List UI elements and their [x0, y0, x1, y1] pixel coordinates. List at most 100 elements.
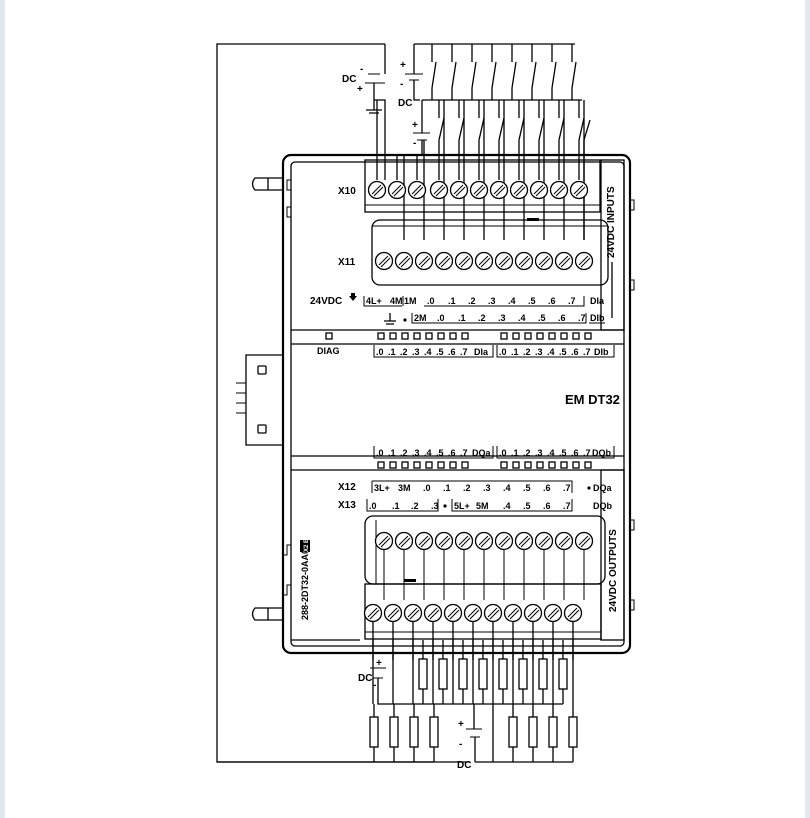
ground-symbol-icon: [384, 313, 396, 325]
input-a-label-2: 1M: [404, 296, 417, 306]
input-switch-icon: [531, 44, 537, 89]
output-a-label-6: .4: [503, 483, 511, 493]
terminal-screw: [549, 180, 569, 200]
terminal-screw: [569, 180, 589, 200]
led-in-b-label-5: .5: [559, 347, 567, 357]
terminal-screw: [423, 603, 443, 623]
input-switch-icon: [478, 100, 485, 180]
input-switch-icon: [451, 44, 457, 89]
input-switch-icon: [551, 44, 557, 89]
terminal-screw: [534, 531, 554, 551]
status-led: [500, 461, 508, 469]
status-led: [425, 461, 433, 469]
output-b-label-6: .4: [503, 501, 511, 511]
diag-label: DIAG: [317, 346, 340, 356]
output-loads: [217, 550, 585, 763]
status-led: [437, 461, 445, 469]
status-led: [500, 332, 508, 340]
input-a-label-0: 4L+: [366, 296, 382, 306]
page-frame-left: [0, 0, 5, 818]
terminal-screw: [449, 180, 469, 200]
output-b-label-8: .6: [543, 501, 551, 511]
output-a-label-3: .1: [443, 483, 451, 493]
input-dc2-minus: -: [413, 138, 416, 149]
status-led: [548, 461, 556, 469]
top-dc-plus: +: [357, 84, 363, 95]
status-led: [461, 461, 469, 469]
out-dc-mid-label: DC: [457, 760, 471, 771]
output-b-label-3: .3: [431, 501, 439, 511]
led-in-a-label-6: .6: [448, 347, 456, 357]
terminal-screw: [514, 251, 534, 271]
led-out-a-label-1: .1: [388, 448, 396, 458]
output-b-label-0: .0: [369, 501, 377, 511]
load-resistor-icon: [548, 716, 558, 748]
load-resistor-icon: [478, 658, 488, 690]
terminal-screw: [563, 603, 583, 623]
input-a-label-6: .3: [488, 296, 496, 306]
output-a-bracket: [371, 480, 573, 493]
terminal-screw: [523, 603, 543, 623]
led-in-a-label-5: .5: [436, 347, 444, 357]
led-in-bracket: [373, 345, 615, 358]
led-out-a-label-8: DQa: [472, 448, 492, 458]
terminal-screw: [503, 603, 523, 623]
terminal-screw: [454, 531, 474, 551]
x10-label: X10: [338, 186, 356, 197]
terminal-screw: [383, 603, 403, 623]
input-b-label-0: 2M: [414, 313, 427, 323]
input-dc-supply: + - DC + -: [398, 43, 575, 155]
module-body: [236, 153, 635, 655]
led-in-b-label-3: .3: [535, 347, 543, 357]
terminal-screw: [574, 251, 594, 271]
terminal-screw: [454, 251, 474, 271]
led-in-b-label-7: .7: [583, 347, 591, 357]
terminal-screw: [489, 180, 509, 200]
status-led: [536, 461, 544, 469]
status-led: [572, 332, 580, 340]
status-led: [524, 461, 532, 469]
terminal-screw: [374, 251, 394, 271]
led-out-a-label-7: .7: [460, 448, 468, 458]
input-b-label-1: .0: [437, 313, 445, 323]
output-b-label-4: 5L+: [454, 501, 470, 511]
input-a-label-7: .4: [508, 296, 516, 306]
page-frame-right: [805, 0, 810, 818]
status-led: [548, 332, 556, 340]
status-led: [524, 332, 532, 340]
input-b-label-5: .4: [518, 313, 526, 323]
out-dc-left-label: DC: [358, 673, 372, 684]
power-24vdc-label: 24VDC: [310, 296, 342, 307]
led-in-b-label-0: .0: [499, 347, 507, 357]
input-switch-icon: [471, 44, 477, 89]
output-a-label-8: .6: [543, 483, 551, 493]
input-a-bracket: [363, 296, 585, 307]
input-dc-label: DC: [398, 98, 412, 109]
dot-marker: [587, 486, 591, 490]
led-out-b-label-0: .0: [499, 448, 507, 458]
status-led: [389, 332, 397, 340]
input-switch-icon: [458, 100, 465, 180]
terminal-screw: [529, 180, 549, 200]
led-in-a-label-8: DIa: [474, 347, 489, 357]
load-resistor-icon: [538, 658, 548, 690]
led-out-a-label-0: .0: [376, 448, 384, 458]
terminal-screw: [363, 603, 383, 623]
input-a-label-10: .7: [568, 296, 576, 306]
led-in-a-label-3: .3: [412, 347, 420, 357]
input-switch-icon: [491, 44, 497, 89]
terminal-blocks: [363, 180, 594, 623]
load-resistor-icon: [568, 716, 578, 748]
terminal-screw: [554, 251, 574, 271]
status-led: [401, 332, 409, 340]
top-din-clip: [251, 177, 283, 191]
input-b-label-2: .1: [458, 313, 466, 323]
input-switch-icon: [558, 100, 565, 180]
status-led: [389, 461, 397, 469]
output-b-label-10: DQb: [593, 501, 613, 511]
input-dc-minus: -: [400, 79, 403, 90]
output-return-bus: [217, 704, 573, 763]
